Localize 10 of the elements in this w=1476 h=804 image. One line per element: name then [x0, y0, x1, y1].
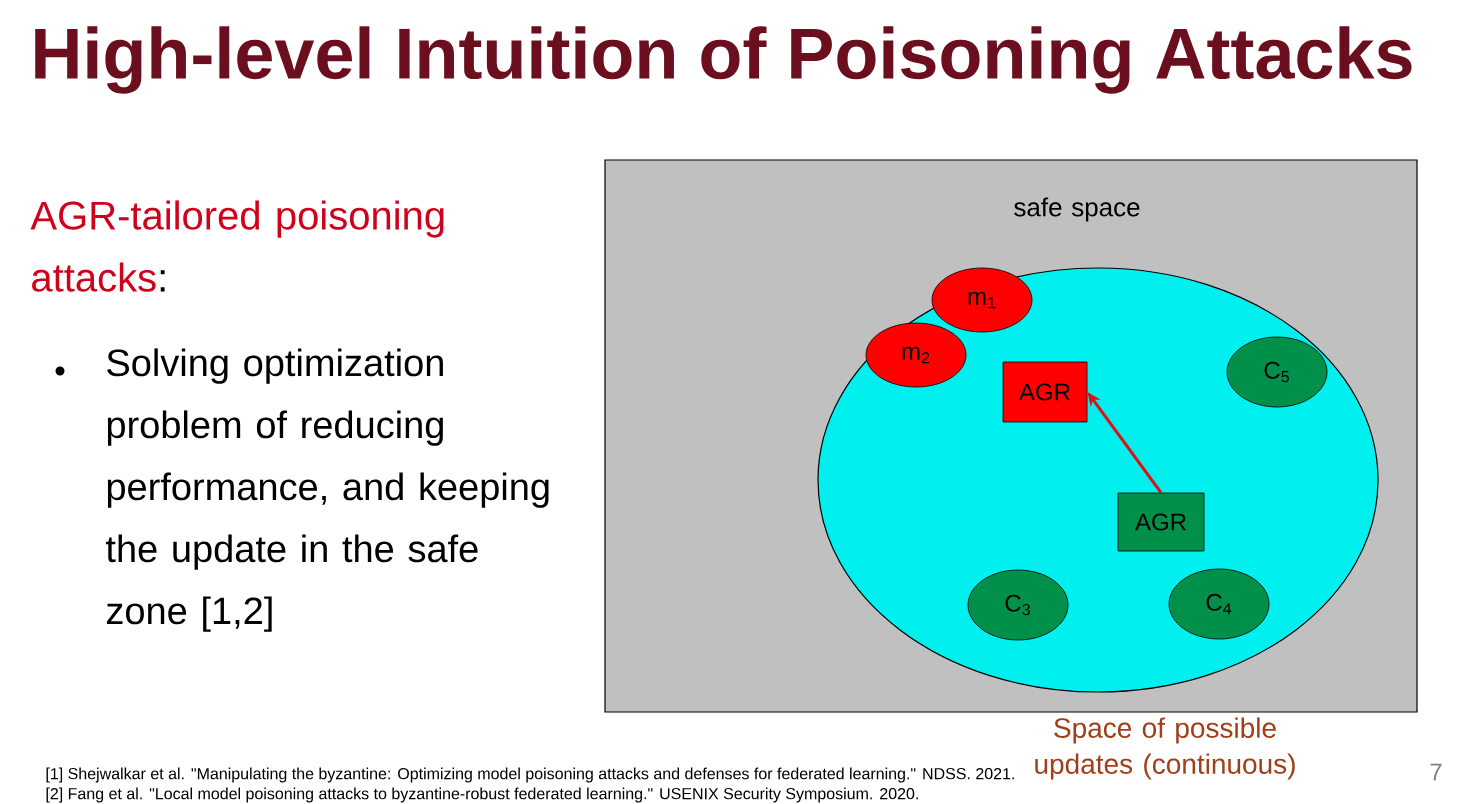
footnote: [2] Fang et al. "Local model poisoning attacks to byzantine-robust federated learning." USENIX Security Symposium. 2020. [46, 787, 918, 803]
ellipse-label: safe space [1014, 197, 1140, 222]
page-number: 7 [1430, 763, 1442, 781]
heading: AGR-tailored poisoning attacks: [30, 200, 444, 292]
bullet-text: Solving optimization problem of reducing performance, and keeping the update in the safe zone [1,2] [105, 348, 549, 632]
title: High-level Intuition of Poisoning Attacks [35, 26, 1412, 94]
aggregate-box: AGR [1117, 492, 1205, 552]
footnote: [1] Shejwalkar et al. "Manipulating the byzantine: Optimizing model poisoning attacks and defenses for federated learning." NDSS. 2021. [46, 767, 1014, 783]
aggregate-box: AGR [1002, 361, 1088, 423]
heading-text: Space of possible updates (continuous) [1035, 717, 1295, 780]
